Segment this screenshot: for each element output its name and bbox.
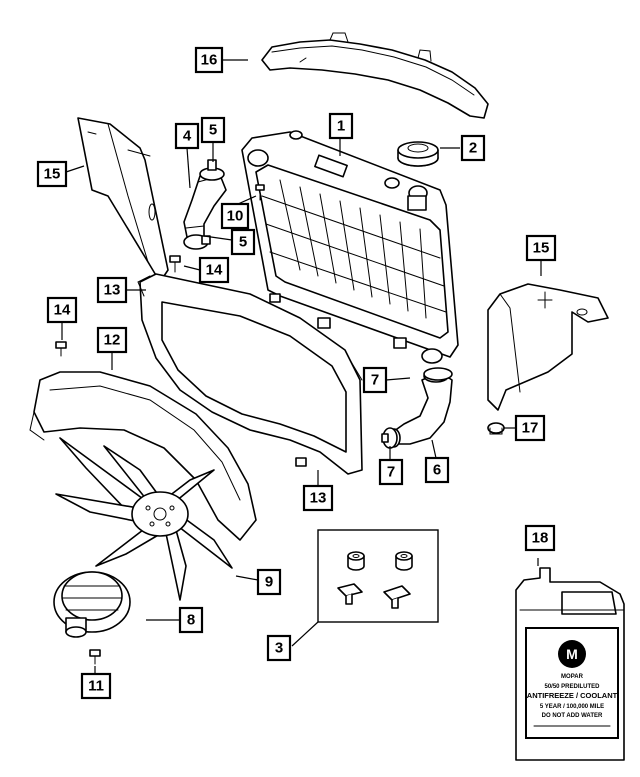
callout-12: 12 bbox=[96, 326, 128, 354]
jug-brand: MOPAR bbox=[561, 674, 584, 680]
svg-text:8: 8 bbox=[187, 612, 195, 629]
callout-17: 17 bbox=[514, 414, 546, 442]
callout-4: 4 bbox=[174, 122, 200, 150]
svg-text:5: 5 bbox=[209, 122, 217, 139]
svg-text:11: 11 bbox=[88, 678, 104, 695]
svg-text:5: 5 bbox=[239, 234, 247, 251]
callout-10: 10 bbox=[220, 202, 250, 230]
callout-15-left: 15 bbox=[36, 160, 68, 188]
svg-text:9: 9 bbox=[265, 574, 273, 591]
bolt-14-upper bbox=[169, 255, 181, 273]
jug-line2: ANTIFREEZE / COOLANT bbox=[527, 691, 618, 700]
mopar-logo: M bbox=[566, 646, 578, 662]
svg-text:14: 14 bbox=[206, 262, 223, 279]
svg-text:16: 16 bbox=[201, 52, 218, 69]
fan-blade bbox=[55, 437, 233, 601]
svg-text:1: 1 bbox=[337, 118, 345, 135]
callout-9: 9 bbox=[256, 568, 282, 596]
svg-text:13: 13 bbox=[310, 490, 327, 507]
callout-6: 6 bbox=[424, 456, 450, 484]
hose-clamp-7-lower bbox=[381, 427, 398, 449]
fan-shroud bbox=[137, 273, 363, 475]
svg-text:13: 13 bbox=[104, 282, 121, 299]
callout-14-upper: 14 bbox=[198, 256, 230, 284]
callout-1: 1 bbox=[328, 112, 354, 140]
callout-11: 11 bbox=[80, 672, 112, 700]
bolt-10 bbox=[255, 184, 265, 201]
radiator-cap bbox=[397, 141, 439, 167]
callout-18: 18 bbox=[524, 524, 556, 552]
callout-7-upper: 7 bbox=[362, 366, 388, 394]
svg-text:10: 10 bbox=[227, 208, 244, 225]
callout-8: 8 bbox=[178, 606, 204, 634]
left-side-shield bbox=[77, 117, 169, 283]
isolator-1 bbox=[347, 551, 365, 571]
svg-text:12: 12 bbox=[104, 332, 121, 349]
grommet-17 bbox=[487, 422, 505, 435]
isolator-2 bbox=[395, 551, 413, 571]
callout-3: 3 bbox=[266, 634, 292, 662]
hose-clamp-upper bbox=[199, 159, 225, 181]
mount-kit bbox=[317, 529, 439, 623]
svg-text:7: 7 bbox=[387, 464, 395, 481]
radiator bbox=[241, 130, 459, 364]
bolt-11 bbox=[89, 649, 101, 665]
right-side-shield bbox=[487, 283, 609, 411]
svg-text:2: 2 bbox=[469, 140, 477, 157]
svg-text:18: 18 bbox=[532, 530, 549, 547]
callout-13-lower: 13 bbox=[302, 484, 334, 512]
svg-text:15: 15 bbox=[533, 240, 550, 257]
callout-13-upper: 13 bbox=[96, 276, 128, 304]
jug-line4: DO NOT ADD WATER bbox=[542, 713, 603, 719]
svg-text:14: 14 bbox=[54, 302, 71, 319]
leader-lines bbox=[61, 59, 542, 674]
hose-clamp-lower bbox=[183, 234, 211, 250]
hose-clamp-7-upper bbox=[423, 367, 453, 381]
upper-air-baffle bbox=[261, 32, 489, 119]
callout-16: 16 bbox=[194, 46, 224, 74]
svg-text:4: 4 bbox=[183, 128, 192, 145]
fan-ring-shroud bbox=[29, 371, 257, 541]
svg-text:17: 17 bbox=[522, 420, 539, 437]
upper-radiator-hose bbox=[183, 168, 227, 247]
jug-line3: 5 YEAR / 100,000 MILE bbox=[540, 704, 604, 710]
callout-5-lower: 5 bbox=[230, 228, 256, 256]
svg-text:7: 7 bbox=[371, 372, 379, 389]
fan-clutch bbox=[53, 571, 131, 638]
callout-14-lower: 14 bbox=[46, 296, 78, 324]
coolant-jug: M MOPAR 50/50 PREDILUTED ANTIFREEZE / CO… bbox=[515, 567, 625, 761]
callout-7-lower: 7 bbox=[378, 458, 404, 486]
svg-text:3: 3 bbox=[275, 640, 283, 657]
mount-bracket-2 bbox=[383, 585, 411, 609]
bolt-14-lower bbox=[55, 341, 67, 357]
callout-5-upper: 5 bbox=[200, 116, 226, 144]
jug-line1: 50/50 PREDILUTED bbox=[544, 684, 600, 690]
svg-text:15: 15 bbox=[44, 166, 61, 183]
lower-radiator-hose bbox=[387, 369, 453, 448]
callout-15-right: 15 bbox=[525, 234, 557, 262]
svg-text:6: 6 bbox=[433, 462, 441, 479]
callout-2: 2 bbox=[460, 134, 486, 162]
mount-bracket-1 bbox=[337, 583, 363, 605]
